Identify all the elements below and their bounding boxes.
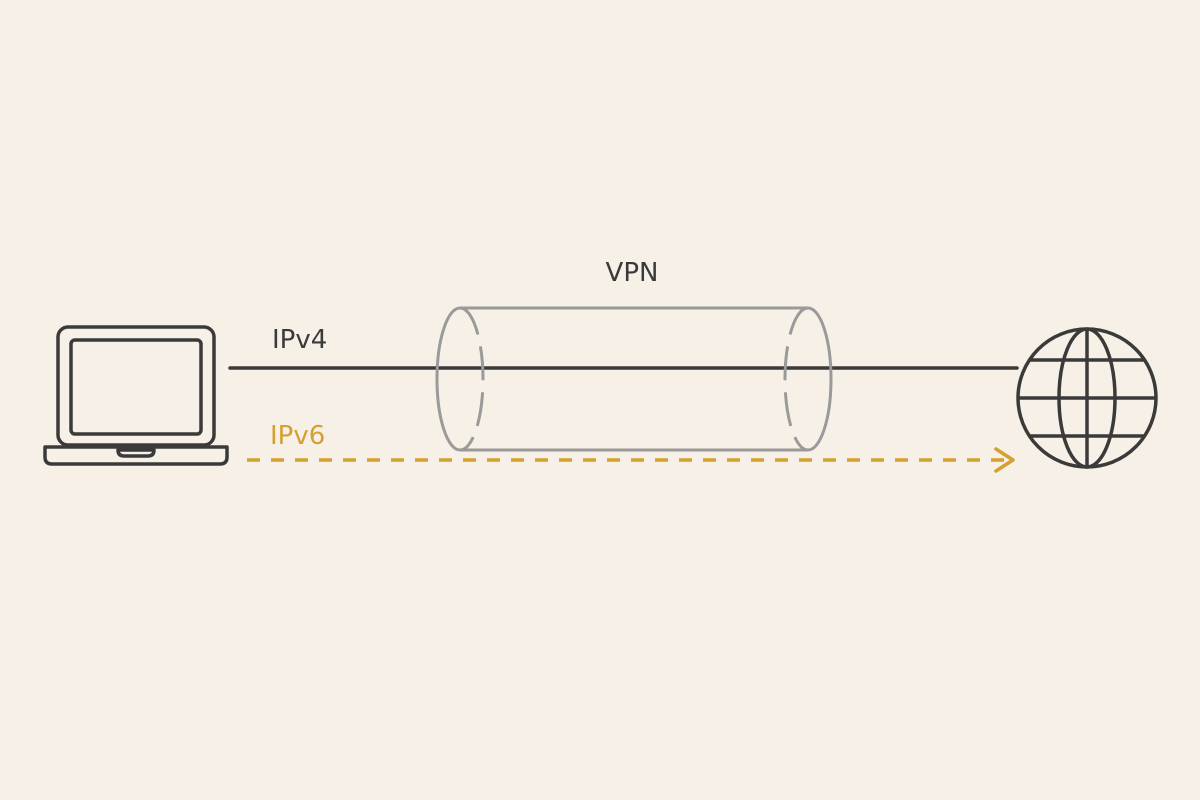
ipv6-arrowhead	[994, 447, 1015, 473]
vpn-tunnel	[435, 306, 833, 452]
ipv6-label: IPv6	[270, 421, 325, 451]
tunnel-left-end-front	[435, 306, 461, 452]
vpn-label: VPN	[606, 258, 659, 288]
laptop-screen-inner	[69, 338, 203, 436]
ipv4-label: IPv4	[272, 325, 327, 355]
laptop-trackpad-notch	[116, 448, 156, 458]
laptop-base	[43, 445, 229, 466]
globe-icon	[1016, 327, 1158, 469]
tunnel-left-end-back	[459, 306, 485, 452]
laptop-screen-outer	[56, 325, 216, 447]
laptop-icon	[43, 325, 229, 466]
tunnel-right-end-back	[783, 306, 809, 452]
tunnel-right-end-front	[807, 306, 833, 452]
